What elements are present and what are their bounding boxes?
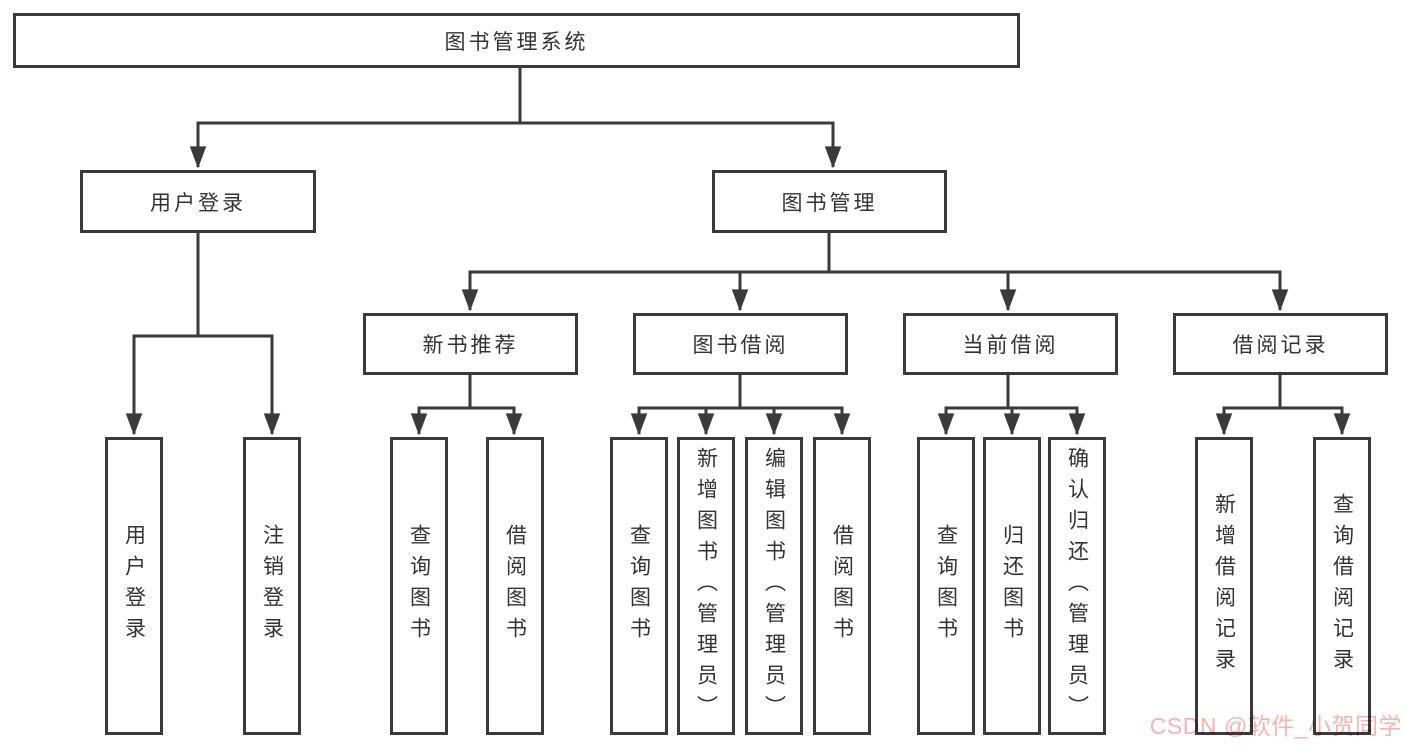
csdn-watermark: CSDN @软件_小贺同学	[1149, 713, 1402, 739]
node-label: 用户登录	[150, 191, 246, 215]
node-label: 图书管理系统	[444, 30, 589, 54]
leaf-logout: 注销登录	[243, 437, 301, 735]
leaf-label: 查询图书	[407, 524, 431, 648]
leaf-nbr-borrow-books: 借阅图书	[486, 437, 544, 735]
node-new-book-recommendation: 新书推荐	[363, 313, 578, 375]
node-user-login: 用户登录	[80, 170, 316, 233]
root-connectors	[189, 68, 842, 169]
user-login-connectors	[125, 233, 281, 436]
leaf-bb-borrow-books: 借阅图书	[813, 437, 871, 735]
leaf-label: 查询图书	[934, 524, 958, 648]
leaf-br-add-borrow-record: 新增借阅记录	[1195, 437, 1253, 735]
current-borrow-connectors	[937, 375, 1086, 436]
node-label: 当前借阅	[962, 334, 1059, 357]
node-label: 图书借阅	[692, 334, 789, 357]
leaf-label: 查询借阅记录	[1330, 493, 1354, 679]
node-current-borrowing: 当前借阅	[903, 313, 1118, 375]
leaf-label: 确认归还（管理员）	[1065, 446, 1089, 726]
node-label: 图书管理	[781, 191, 878, 215]
leaf-label: 借阅图书	[503, 524, 527, 648]
new-book-connectors	[410, 375, 523, 436]
node-label: 借阅记录	[1232, 334, 1329, 357]
node-label: 新书推荐	[422, 334, 519, 357]
leaf-label: 用户登录	[122, 524, 146, 648]
leaf-label: 注销登录	[260, 524, 284, 648]
leaf-br-query-borrow-record: 查询借阅记录	[1313, 437, 1371, 735]
borrow-record-connectors	[1215, 375, 1351, 436]
leaf-label: 新增借阅记录	[1212, 493, 1236, 679]
leaf-cb-return-books: 归还图书	[983, 437, 1041, 735]
leaf-label: 编辑图书（管理员）	[762, 446, 786, 726]
leaf-cb-query-books: 查询图书	[917, 437, 975, 735]
leaf-label: 借阅图书	[830, 524, 854, 648]
leaf-bb-edit-books-admin: 编辑图书（管理员）	[745, 437, 803, 735]
node-library-management-system: 图书管理系统	[13, 13, 1020, 68]
node-book-management: 图书管理	[712, 170, 947, 233]
leaf-bb-add-books-admin: 新增图书（管理员）	[677, 437, 735, 735]
leaf-label: 查询图书	[627, 524, 651, 648]
node-book-borrowing: 图书借阅	[633, 313, 848, 375]
leaf-bb-query-books: 查询图书	[610, 437, 668, 735]
leaf-cb-confirm-return-admin: 确认归还（管理员）	[1048, 437, 1106, 735]
node-borrowing-records: 借阅记录	[1173, 313, 1388, 375]
leaf-label: 新增图书（管理员）	[694, 446, 718, 726]
book-borrow-connectors	[630, 375, 851, 436]
leaf-nbr-query-books: 查询图书	[390, 437, 448, 735]
book-management-connectors	[461, 233, 1289, 312]
leaf-user-login: 用户登录	[105, 437, 163, 735]
leaf-label: 归还图书	[1000, 524, 1024, 648]
